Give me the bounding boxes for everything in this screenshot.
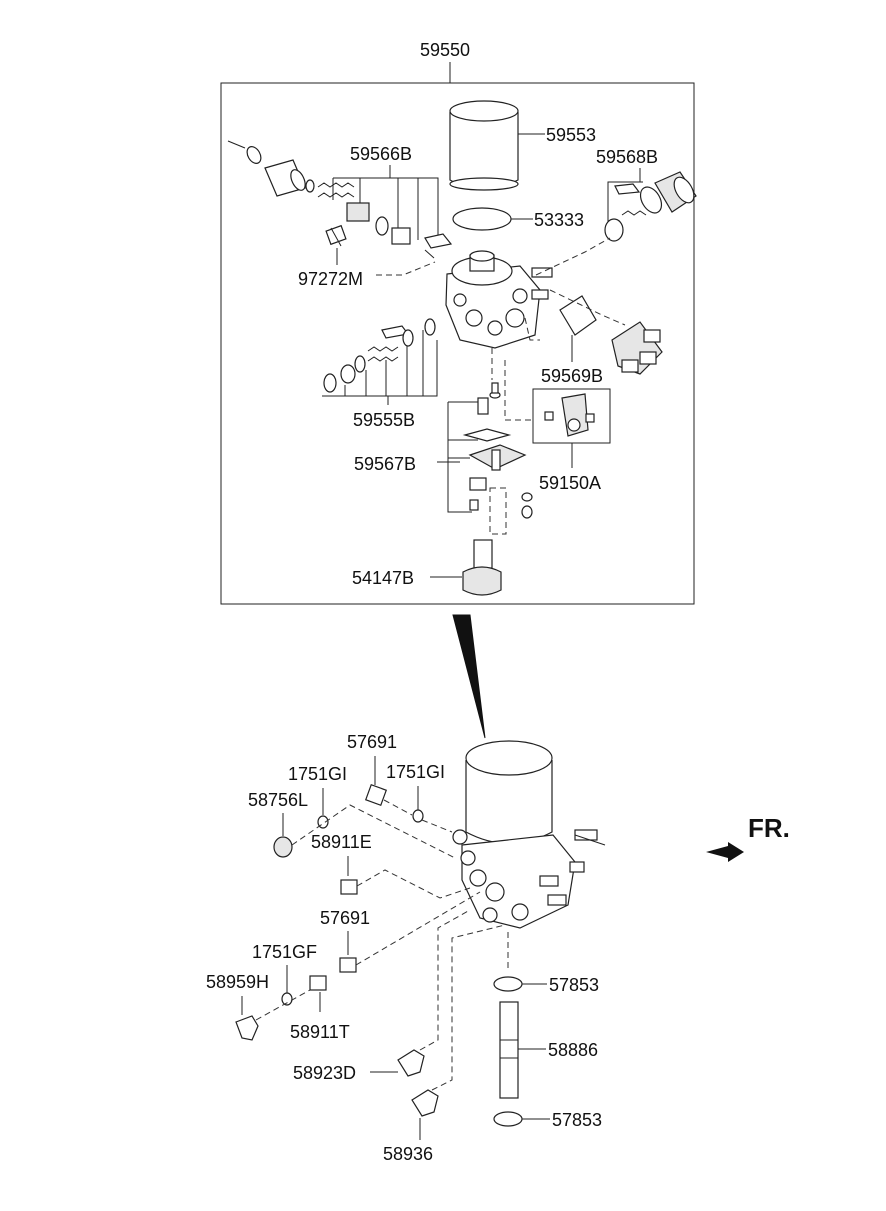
label-58936: 58936	[383, 1144, 433, 1164]
connector-57691-mid	[339, 957, 357, 973]
label-58886: 58886	[548, 1040, 598, 1060]
bracket-parts-group	[462, 382, 533, 519]
dryer-assembly	[452, 740, 598, 929]
front-arrow-icon	[706, 842, 744, 862]
zoom-pointer	[452, 614, 486, 739]
label-59553: 59553	[546, 125, 596, 145]
plug-58756l	[273, 836, 293, 858]
label-97272m: 97272M	[298, 269, 363, 289]
valve-body-top	[445, 250, 553, 349]
connector-57691-top	[364, 783, 388, 807]
label-59550: 59550	[420, 40, 470, 60]
connector-58911e	[340, 879, 358, 895]
clamp-57853-bottom	[493, 1111, 523, 1127]
valve-97272m	[325, 224, 347, 247]
label-59568b: 59568B	[596, 147, 658, 167]
block-59150a	[544, 393, 595, 437]
label-59567b: 59567B	[354, 454, 416, 474]
label-58911t: 58911T	[290, 1022, 350, 1042]
clamp-57853-top	[493, 976, 523, 992]
connector-58911t	[309, 975, 327, 991]
elbow-58959h	[235, 1015, 259, 1041]
filter-cartridge	[449, 100, 519, 191]
label-58959h: 58959H	[206, 972, 269, 992]
label-1751gi-right: 1751GI	[386, 762, 445, 782]
label-58923d: 58923D	[293, 1063, 356, 1083]
heater-54147b	[462, 539, 502, 596]
label-57853-bottom: 57853	[552, 1110, 602, 1130]
label-59566b: 59566B	[350, 144, 412, 164]
hose-58886	[499, 1001, 519, 1099]
oring-1751gi-right	[412, 809, 424, 823]
label-1751gf: 1751GF	[252, 942, 317, 962]
label-57853-top: 57853	[549, 975, 599, 995]
assembly-frame	[220, 82, 695, 605]
spool-parts-group	[227, 140, 453, 259]
oring-1751gf	[281, 992, 293, 1006]
label-58756l: 58756L	[248, 790, 308, 810]
label-54147b: 54147B	[352, 568, 414, 588]
elbow-58936	[411, 1089, 439, 1117]
front-label: FR.	[748, 813, 790, 843]
elbow-58923d	[397, 1049, 425, 1077]
valve-cover-group	[604, 171, 697, 242]
label-58911e: 58911E	[311, 832, 372, 852]
oring-seal	[452, 207, 512, 231]
label-53333: 53333	[534, 210, 584, 230]
label-59569b: 59569B	[541, 366, 603, 386]
cover-59569b	[559, 295, 663, 375]
label-59555b: 59555B	[353, 410, 415, 430]
label-1751gi-left: 1751GI	[288, 764, 347, 784]
label-59150a: 59150A	[539, 473, 601, 493]
label-57691-mid: 57691	[320, 908, 370, 928]
spring-parts-group	[323, 318, 436, 393]
label-57691-top: 57691	[347, 732, 397, 752]
